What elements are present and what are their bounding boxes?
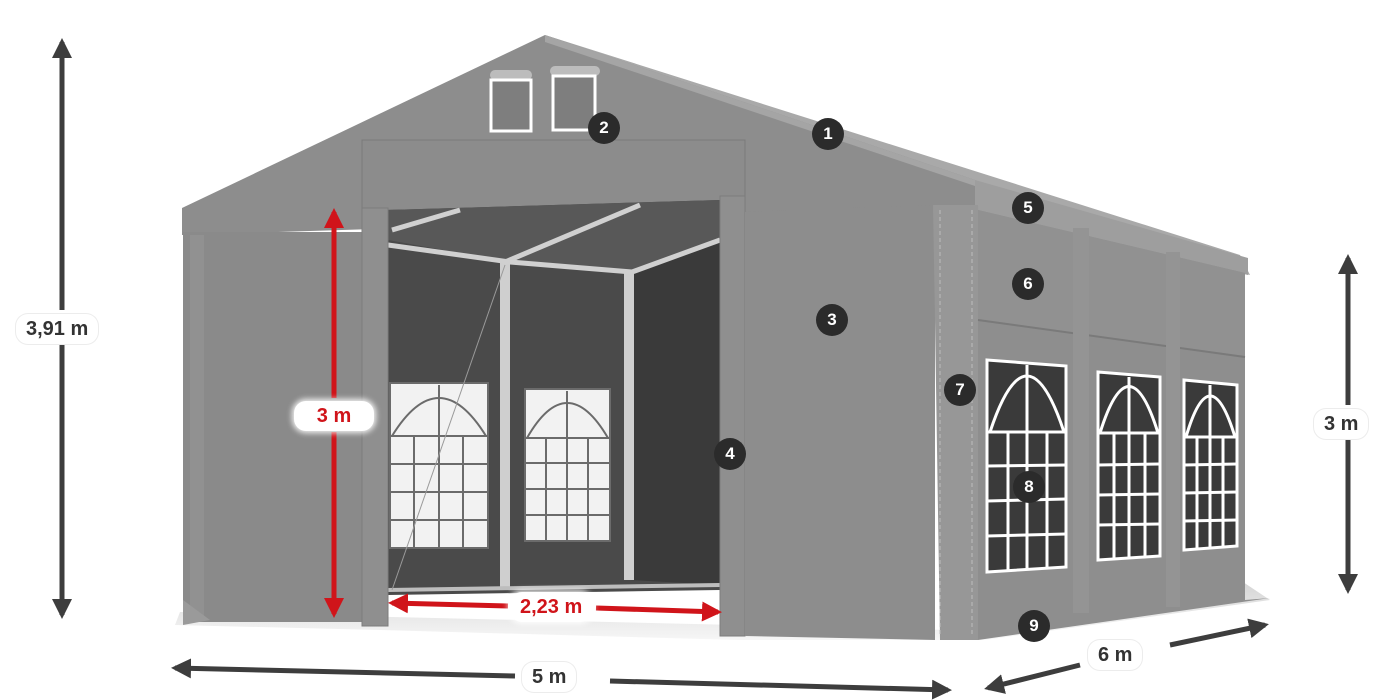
front-wall-right <box>745 205 935 640</box>
wall-height-label: 3 m <box>1314 409 1369 439</box>
marker-9: 9 <box>1018 610 1050 642</box>
corner-post <box>933 205 982 640</box>
length-label: 6 m <box>1088 640 1143 670</box>
marker-4: 4 <box>714 438 746 470</box>
side-window-2 <box>1096 370 1162 562</box>
marker-1: 1 <box>812 118 844 150</box>
gable-window-left <box>489 70 533 133</box>
door-interior <box>387 200 721 595</box>
interior-window-2 <box>524 388 611 542</box>
marker-5: 5 <box>1012 192 1044 224</box>
side-window-3 <box>1182 378 1239 552</box>
door-header <box>361 139 746 211</box>
marker-3: 3 <box>816 304 848 336</box>
gable-window-right <box>550 66 600 132</box>
marker-6: 6 <box>1012 268 1044 300</box>
marker-2: 2 <box>588 112 620 144</box>
width-label: 5 m <box>522 662 577 692</box>
interior-window-1 <box>389 382 489 549</box>
door-height-label: 3 m <box>294 401 374 431</box>
marker-7: 7 <box>944 374 976 406</box>
side-window-1 <box>985 358 1068 574</box>
total-height-label: 3,91 m <box>16 314 99 344</box>
door-width-label: 2,23 m <box>510 592 593 622</box>
dimension-arrows <box>52 38 1358 700</box>
marker-8: 8 <box>1013 471 1045 503</box>
